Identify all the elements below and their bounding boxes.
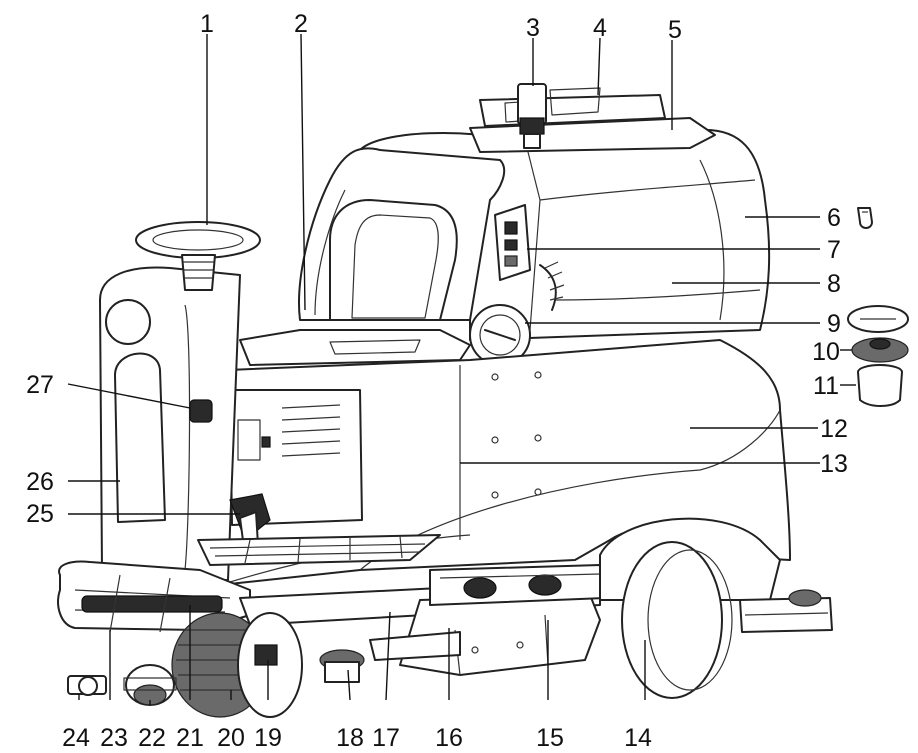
seat-frame — [298, 147, 506, 321]
fill-cap — [469, 304, 531, 366]
tank-lid — [469, 87, 716, 153]
label-10: 10 — [812, 338, 840, 366]
front-column — [99, 266, 241, 581]
label-18: 18 — [336, 724, 364, 752]
hose — [539, 264, 557, 311]
label-5: 5 — [668, 16, 682, 44]
hook-part — [857, 207, 873, 229]
label-19: 19 — [254, 724, 282, 752]
hose-rings — [544, 261, 565, 301]
filter-basket-part — [857, 364, 903, 407]
strainer-part — [851, 337, 909, 363]
front-wheel — [171, 612, 303, 718]
motor-assembly — [429, 564, 606, 606]
label-16: 16 — [435, 724, 463, 752]
label-4: 4 — [593, 14, 607, 42]
label-3: 3 — [526, 14, 540, 42]
label-15: 15 — [536, 724, 564, 752]
rear-squeegee — [739, 589, 833, 633]
valve-part — [67, 675, 107, 696]
label-17: 17 — [372, 724, 400, 752]
label-9: 9 — [827, 310, 841, 338]
label-23: 23 — [100, 724, 128, 752]
label-12: 12 — [820, 415, 848, 443]
floor-mat — [197, 534, 441, 566]
control-panel — [494, 204, 531, 281]
label-25: 25 — [26, 500, 54, 528]
label-22: 22 — [138, 724, 166, 752]
label-8: 8 — [827, 270, 841, 298]
filter-part — [123, 664, 177, 706]
label-11: 11 — [813, 372, 839, 400]
label-21: 21 — [176, 724, 204, 752]
callout-labels: 1 2 3 4 5 6 7 8 9 10 11 12 13 14 15 16 1… — [26, 10, 848, 752]
seat-cushion — [239, 329, 471, 366]
label-26: 26 — [26, 468, 54, 496]
beacon-light — [517, 83, 547, 149]
cap-part — [847, 305, 909, 333]
label-20: 20 — [217, 724, 245, 752]
side-brush — [319, 649, 365, 683]
label-2: 2 — [294, 10, 308, 38]
steering-wheel — [135, 221, 261, 291]
front-bumper — [57, 560, 251, 633]
label-14: 14 — [624, 724, 652, 752]
label-27: 27 — [26, 371, 54, 399]
label-13: 13 — [820, 450, 848, 478]
rear-wheel — [599, 517, 781, 699]
label-24: 24 — [62, 724, 90, 752]
leader-lines — [67, 33, 856, 705]
label-1: 1 — [200, 10, 214, 38]
label-6: 6 — [827, 204, 841, 232]
label-7: 7 — [827, 236, 841, 264]
